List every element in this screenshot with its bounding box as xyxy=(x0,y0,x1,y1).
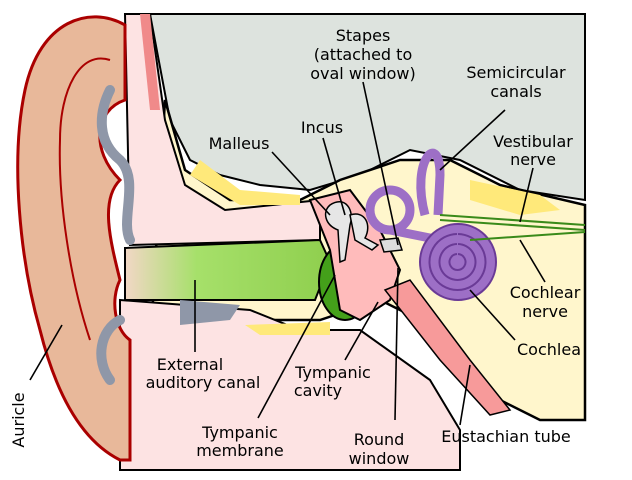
stapes-shape xyxy=(378,237,404,253)
label-stapes: Stapes xyxy=(336,26,391,45)
blood-vessel xyxy=(140,14,160,110)
label-external-auditory-canal: External xyxy=(157,355,223,374)
auricle-shape xyxy=(16,15,132,462)
cochlea-shape xyxy=(419,223,497,301)
label-external-auditory-canal-line2: auditory canal xyxy=(146,373,261,392)
label-stapes-line3: oval window) xyxy=(310,64,416,83)
auricle-fold xyxy=(58,57,111,341)
bone-marrow xyxy=(190,160,300,205)
label-tympanic-cavity: Tympanic xyxy=(294,363,371,382)
soft-tissue xyxy=(119,298,461,471)
label-stapes-line2: (attached to xyxy=(314,45,412,64)
label-tympanic-cavity-line2: cavity xyxy=(294,381,342,400)
label-vestibular-nerve: Vestibular xyxy=(493,132,573,151)
label-malleus: Malleus xyxy=(209,134,270,153)
external-auditory-canal xyxy=(124,238,332,301)
label-auricle: Auricle xyxy=(9,392,28,447)
malleus-shape xyxy=(324,201,352,264)
label-cochlear-nerve: Cochlear xyxy=(510,283,581,302)
skin-upper xyxy=(123,13,321,247)
label-semicircular-canals-line2: canals xyxy=(490,82,541,101)
incus-shape xyxy=(349,213,380,251)
eustachian-tube-shape xyxy=(383,279,512,416)
bone-marrow xyxy=(470,180,560,215)
label-incus: Incus xyxy=(301,118,343,137)
label-round-window-line2: window xyxy=(349,449,410,468)
label-cochlear-nerve-line2: nerve xyxy=(522,302,568,321)
label-vestibular-nerve-line2: nerve xyxy=(510,150,556,169)
label-round-window: Round xyxy=(354,430,405,449)
label-semicircular-canals: Semicircular xyxy=(466,63,566,82)
auricle-cartilage xyxy=(96,85,135,385)
label-eustachian-tube: Eustachian tube xyxy=(441,427,571,446)
label-tympanic-membrane-line2: membrane xyxy=(196,441,284,460)
label-cochlea: Cochlea xyxy=(517,340,581,359)
label-tympanic-membrane: Tympanic xyxy=(201,423,278,442)
vestibulocochlear-nerve xyxy=(439,214,586,241)
leader-lines xyxy=(29,81,546,426)
